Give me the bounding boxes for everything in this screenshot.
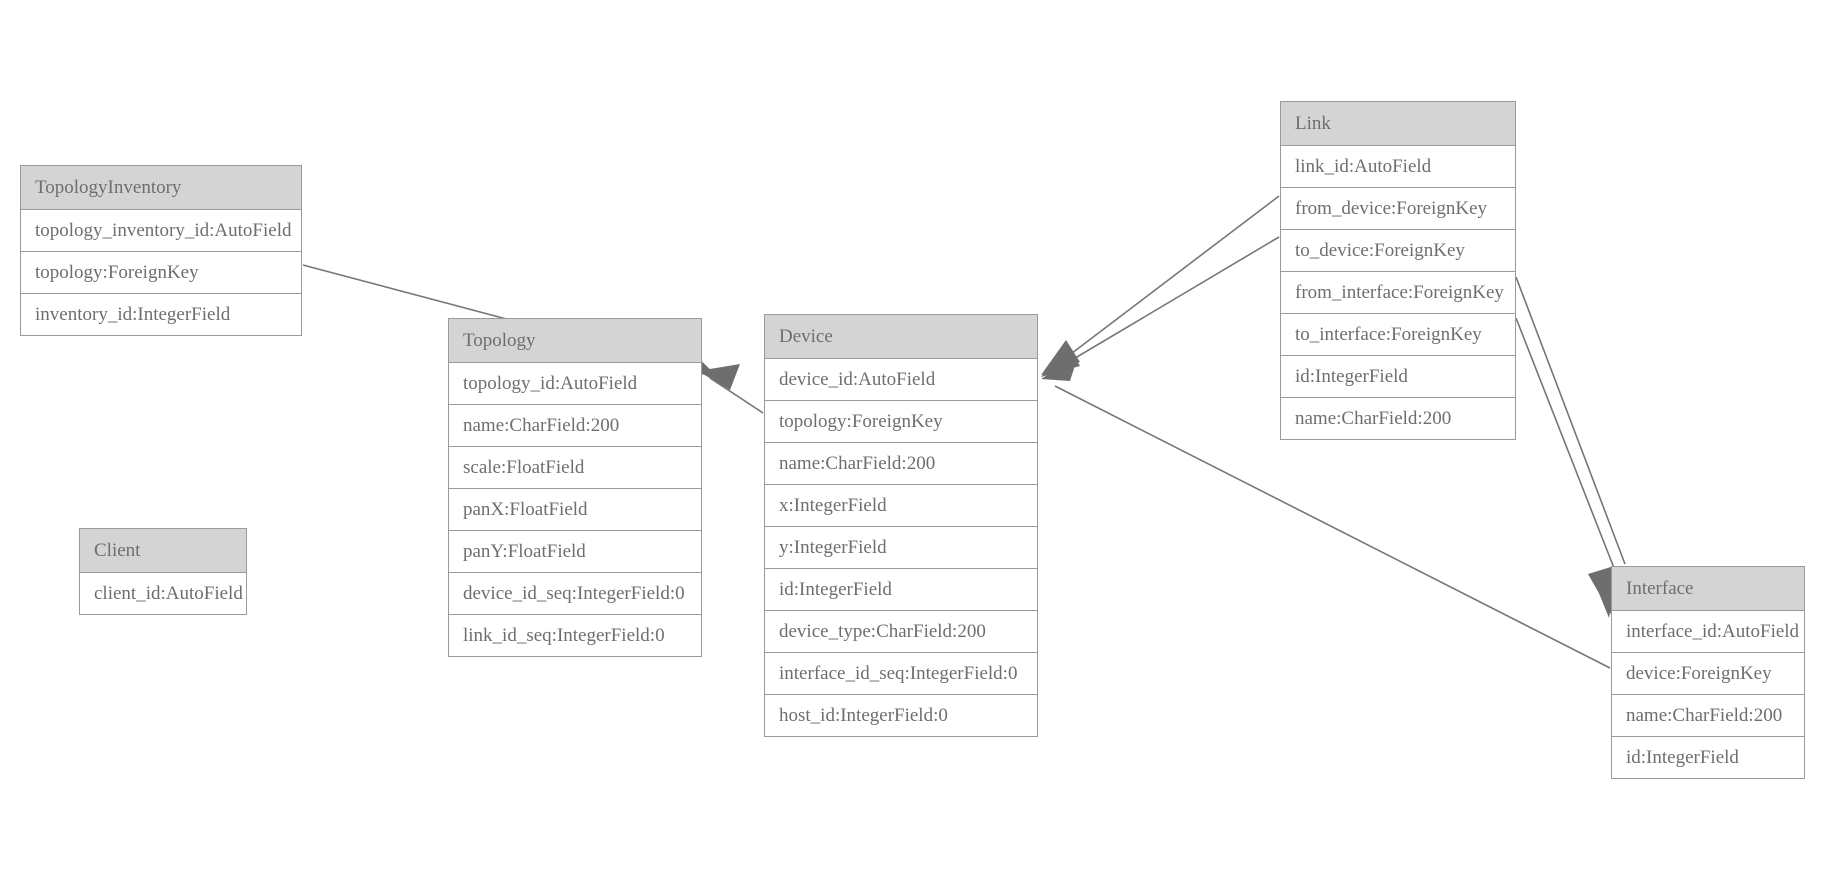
entity-field-client-id: client_id:AutoField [80, 573, 246, 614]
entity-field-topology-name: name:CharField:200 [449, 405, 701, 447]
entity-field-interface-name: name:CharField:200 [1612, 695, 1804, 737]
entity-field-pany: panY:FloatField [449, 531, 701, 573]
entity-title-link: Link [1281, 102, 1515, 146]
entity-field-panx: panX:FloatField [449, 489, 701, 531]
entity-field-from-interface: from_interface:ForeignKey [1281, 272, 1515, 314]
entity-title-topologyinventory: TopologyInventory [21, 166, 301, 210]
entity-field-device-id-int: id:IntegerField [765, 569, 1037, 611]
entity-field-device-id-seq: device_id_seq:IntegerField:0 [449, 573, 701, 615]
entity-title-topology: Topology [449, 319, 701, 363]
entity-field-from-device: from_device:ForeignKey [1281, 188, 1515, 230]
entity-field-device-name: name:CharField:200 [765, 443, 1037, 485]
entity-field-interface-id-int: id:IntegerField [1612, 737, 1804, 778]
entity-field-device-type: device_type:CharField:200 [765, 611, 1037, 653]
edge-link-from-interface [1515, 276, 1626, 616]
entity-field-link-id-seq: link_id_seq:IntegerField:0 [449, 615, 701, 656]
edge-device-topology [698, 364, 764, 414]
entity-field-device-x: x:IntegerField [765, 485, 1037, 527]
entity-field-device-topology-fk: topology:ForeignKey [765, 401, 1037, 443]
entity-interface[interactable]: Interface interface_id:AutoField device:… [1611, 566, 1805, 779]
entity-title-device: Device [765, 315, 1037, 359]
entity-field-host-id: host_id:IntegerField:0 [765, 695, 1037, 736]
edge-link-to-device [1041, 236, 1280, 377]
edge-link-from-device [1041, 195, 1280, 375]
entity-field-interface-id: interface_id:AutoField [1612, 611, 1804, 653]
entity-field-device-id: device_id:AutoField [765, 359, 1037, 401]
entity-field-device-y: y:IntegerField [765, 527, 1037, 569]
entity-field-to-device: to_device:ForeignKey [1281, 230, 1515, 272]
entity-topologyinventory[interactable]: TopologyInventory topology_inventory_id:… [20, 165, 302, 336]
entity-field-interface-device-fk: device:ForeignKey [1612, 653, 1804, 695]
entity-device[interactable]: Device device_id:AutoField topology:Fore… [764, 314, 1038, 737]
entity-field-link-id-int: id:IntegerField [1281, 356, 1515, 398]
entity-title-interface: Interface [1612, 567, 1804, 611]
entity-topology[interactable]: Topology topology_id:AutoField name:Char… [448, 318, 702, 657]
entity-field-topology-id: topology_id:AutoField [449, 363, 701, 405]
entity-field-interface-id-seq: interface_id_seq:IntegerField:0 [765, 653, 1037, 695]
entity-client[interactable]: Client client_id:AutoField [79, 528, 247, 615]
entity-field-inventory-id: inventory_id:IntegerField [21, 294, 301, 335]
entity-field-link-id: link_id:AutoField [1281, 146, 1515, 188]
entity-field-topology-inventory-id: topology_inventory_id:AutoField [21, 210, 301, 252]
entity-field-topology-fk: topology:ForeignKey [21, 252, 301, 294]
entity-field-link-name: name:CharField:200 [1281, 398, 1515, 439]
entity-field-to-interface: to_interface:ForeignKey [1281, 314, 1515, 356]
entity-link[interactable]: Link link_id:AutoField from_device:Forei… [1280, 101, 1516, 440]
edge-link-to-interface [1515, 317, 1618, 618]
entity-title-client: Client [80, 529, 246, 573]
entity-field-scale: scale:FloatField [449, 447, 701, 489]
